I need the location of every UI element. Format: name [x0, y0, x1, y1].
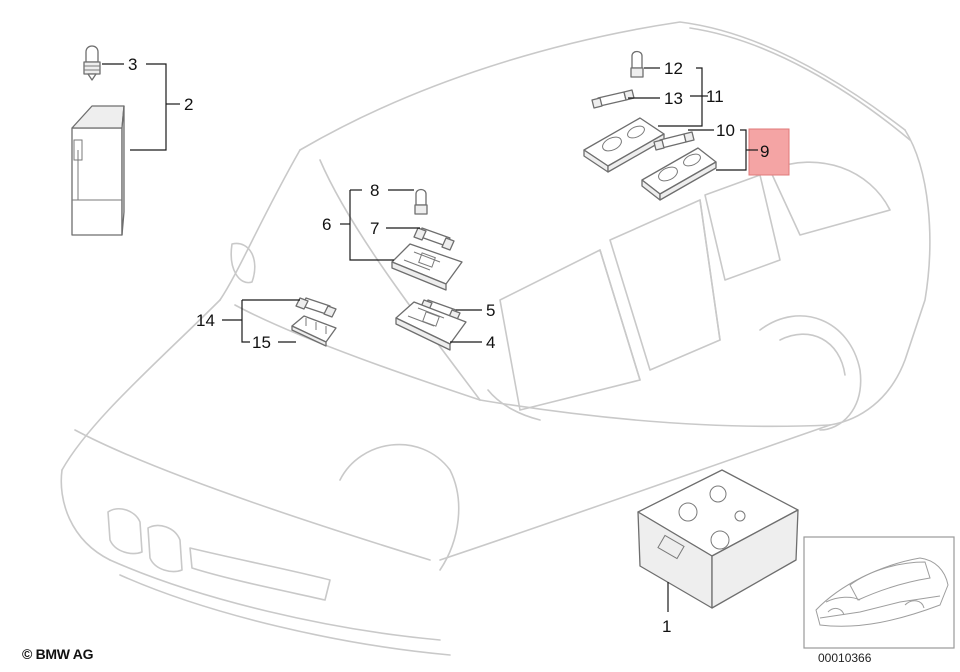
festoon-bulb-14: [295, 297, 337, 318]
callout-6: 6: [322, 215, 331, 234]
interior-light-6: [391, 243, 463, 291]
callout-13: 13: [664, 89, 683, 108]
reading-light-9: [641, 147, 717, 201]
module-housing-2: [71, 105, 125, 236]
callout-4: 4: [486, 333, 495, 352]
callout-labels: 1 2 3 4 5 6 7 8 9 10 11 12 13 14 15: [128, 55, 769, 636]
festoon-bulb-13: [591, 89, 635, 109]
festoon-bulb-7: [413, 227, 455, 251]
lamp-holder-15: [291, 315, 337, 347]
callout-9: 9: [760, 142, 769, 161]
module-box-1: [637, 469, 799, 609]
callout-2: 2: [184, 95, 193, 114]
car-body-outline: [60, 21, 931, 656]
callout-7: 7: [370, 219, 379, 238]
bulb-12: [630, 50, 644, 78]
bulb-3: [83, 45, 101, 81]
callout-8: 8: [370, 181, 379, 200]
leader-lines: [102, 63, 758, 612]
callout-12: 12: [664, 59, 683, 78]
callout-1: 1: [662, 617, 671, 636]
diagram-reference-number: 00010366: [818, 651, 872, 665]
callout-10: 10: [716, 121, 735, 140]
festoon-bulb-10: [653, 131, 695, 151]
callout-15: 15: [252, 333, 271, 352]
callout-5: 5: [486, 301, 495, 320]
copyright-label: © BMW AG: [22, 646, 94, 662]
reading-light-11: [583, 117, 665, 173]
interior-light-4: [395, 301, 467, 351]
inset-car-thumbnail: [803, 536, 955, 649]
highlight-box-9: [748, 128, 790, 176]
bulb-8: [414, 188, 428, 215]
callout-3: 3: [128, 55, 137, 74]
callout-14: 14: [196, 311, 215, 330]
callout-11: 11: [706, 87, 724, 106]
